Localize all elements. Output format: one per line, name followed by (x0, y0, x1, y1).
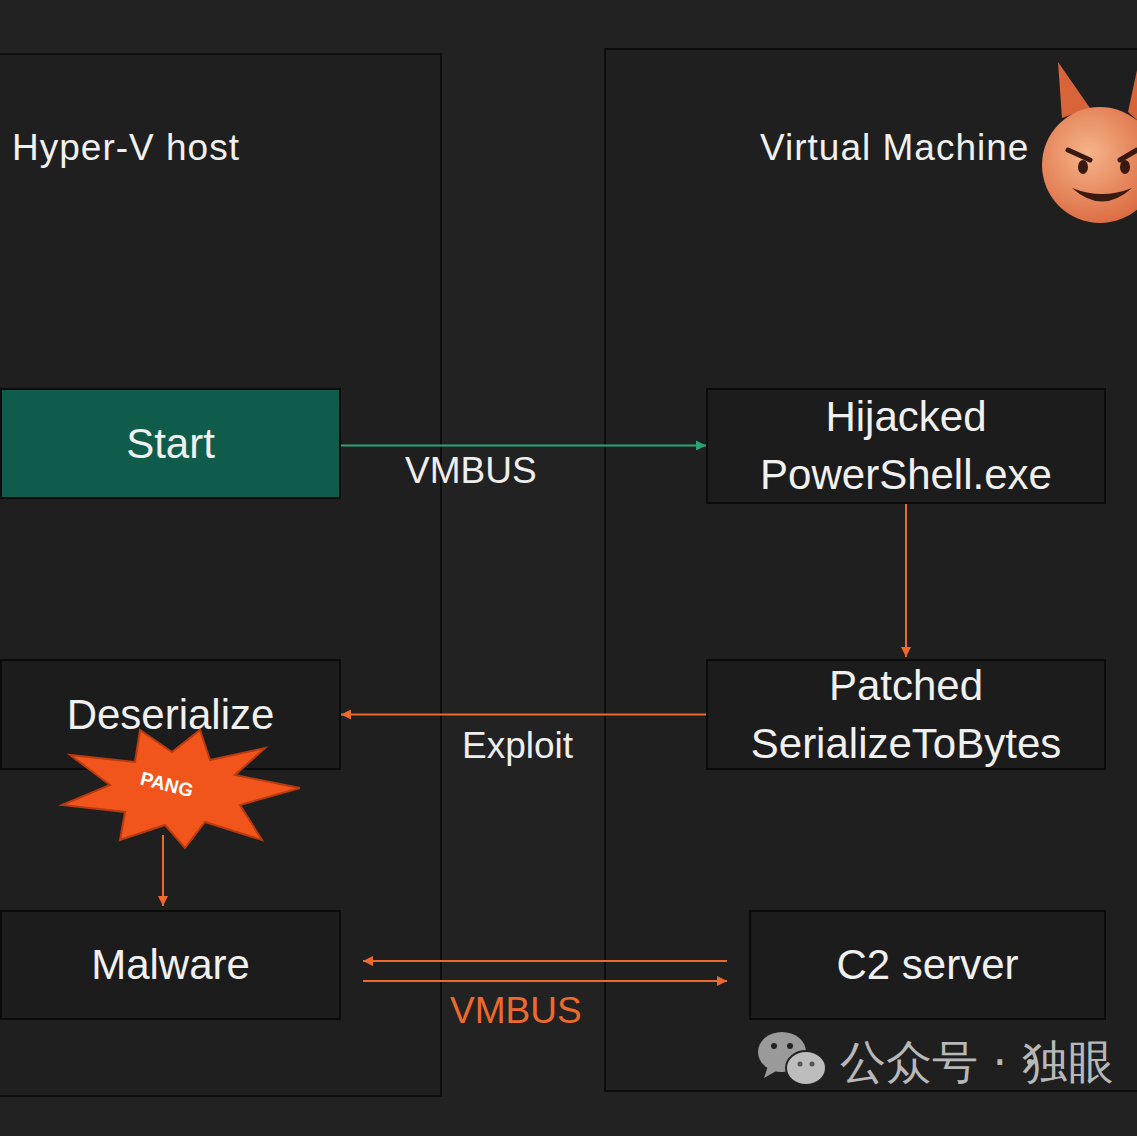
box-label: C2 server (836, 936, 1018, 994)
process-box: Deserialize (0, 659, 341, 770)
host-container: Hyper-V hostStartDeserializeMalware (0, 53, 442, 1097)
flow-arrow (905, 504, 907, 657)
flow-arrow (341, 714, 706, 716)
server-box: C2 server (749, 910, 1106, 1020)
flow-arrow (162, 835, 164, 906)
start-box: Start (0, 388, 341, 499)
box-label: Deserialize (67, 686, 275, 744)
box-label: Malware (91, 936, 250, 994)
edge-label: VMBUS (450, 990, 582, 1032)
watermark: 公众号 · 独眼 (840, 1032, 1114, 1094)
edge-label: Exploit (462, 725, 573, 767)
flow-arrow (341, 444, 706, 446)
container-heading: Hyper-V host (12, 127, 240, 169)
process-box: Hijacked PowerShell.exe (706, 388, 1106, 504)
flow-arrow (363, 980, 727, 982)
flow-arrow (363, 960, 727, 962)
box-label: Hijacked PowerShell.exe (708, 388, 1104, 504)
box-label: Patched SerializeToBytes (708, 657, 1104, 773)
vm-container: Virtual MachineHijacked PowerShell.exePa… (604, 48, 1137, 1092)
process-box: Malware (0, 910, 341, 1020)
edge-label: VMBUS (405, 450, 537, 492)
process-box: Patched SerializeToBytes (706, 659, 1106, 770)
box-label: Start (126, 415, 215, 473)
container-heading: Virtual Machine (760, 127, 1029, 169)
